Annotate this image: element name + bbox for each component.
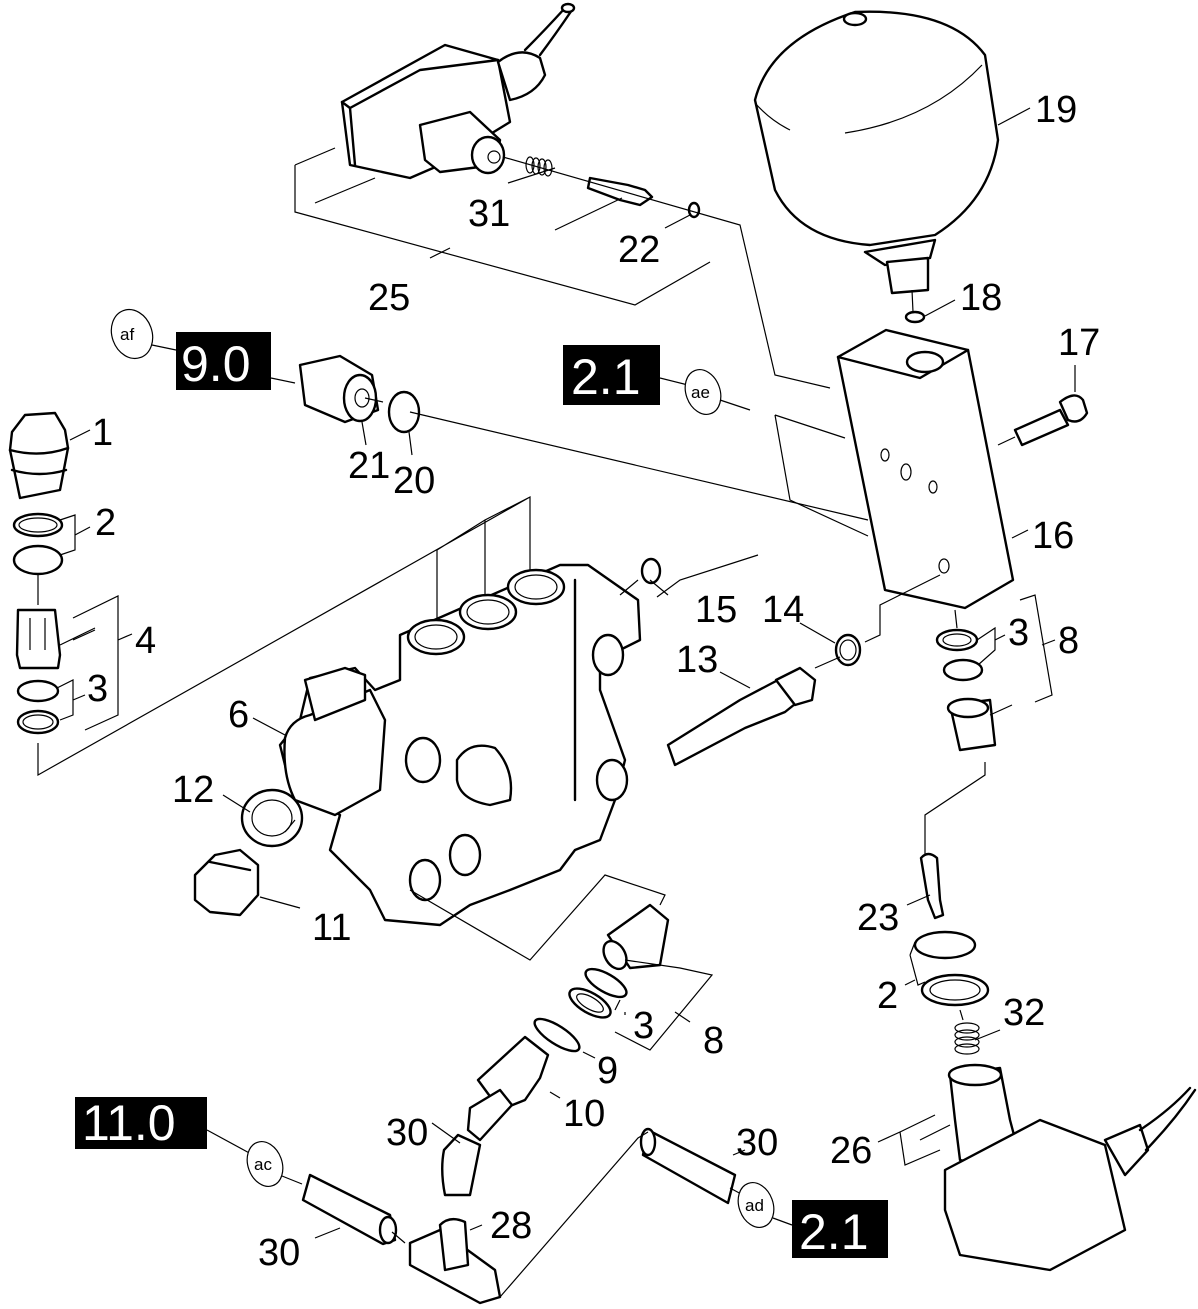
nipple-13[interactable] xyxy=(666,666,817,767)
callout-32: 32 xyxy=(1003,992,1045,1034)
seal-ring-3-right[interactable] xyxy=(935,628,979,652)
seal-ring-2[interactable] xyxy=(12,512,64,538)
reference-label: 11.0 xyxy=(82,1095,176,1151)
o-ring-20[interactable] xyxy=(387,390,421,434)
svg-text:ae: ae xyxy=(691,383,710,402)
seal-ring-2-right[interactable] xyxy=(920,973,990,1007)
hose-30-bent[interactable] xyxy=(441,1133,482,1197)
o-ring-2[interactable] xyxy=(12,544,64,576)
callout-17: 17 xyxy=(1058,322,1100,364)
seal-ring-14[interactable] xyxy=(834,633,862,667)
seal-ring-3[interactable] xyxy=(16,709,60,735)
callout-30-right: 30 xyxy=(736,1122,778,1164)
svg-text:ac: ac xyxy=(254,1155,272,1174)
callout-18: 18 xyxy=(960,277,1002,319)
hose-30-left[interactable] xyxy=(301,1173,398,1246)
reference-tag-af[interactable]: af xyxy=(105,304,160,365)
reference-tag-ac[interactable]: ac xyxy=(241,1137,289,1192)
pressure-switch-assembly[interactable] xyxy=(340,2,576,180)
o-ring-15[interactable] xyxy=(640,557,662,585)
callout-15: 15 xyxy=(695,589,737,631)
callout-4: 4 xyxy=(135,620,156,662)
valve-block-16[interactable] xyxy=(836,328,1015,610)
callout-8-right: 8 xyxy=(1058,620,1079,662)
plug-11[interactable] xyxy=(193,848,260,917)
callout-25: 25 xyxy=(368,277,410,319)
valve-cap-6[interactable] xyxy=(283,666,387,817)
hose-30-right[interactable] xyxy=(639,1127,737,1205)
reference-box-9-0[interactable]: 9.0 xyxy=(176,332,271,392)
callout-3: 3 xyxy=(87,668,108,710)
svg-text:ad: ad xyxy=(745,1196,764,1215)
plug-1[interactable] xyxy=(8,411,70,500)
callout-13: 13 xyxy=(676,639,718,681)
o-ring-3-bottom[interactable] xyxy=(582,964,631,1003)
reference-box-2-1-bottom[interactable]: 2.1 xyxy=(792,1200,888,1260)
callout-30-bent: 30 xyxy=(386,1112,428,1154)
spring-31[interactable] xyxy=(525,156,553,177)
fitting-21[interactable] xyxy=(298,354,380,424)
valve-insert-8-right[interactable] xyxy=(946,697,997,752)
reference-label: 2.1 xyxy=(799,1204,869,1260)
callout-6: 6 xyxy=(228,694,249,736)
callout-2: 2 xyxy=(95,502,116,544)
callout-23: 23 xyxy=(857,897,899,939)
seal-ring-3-bottom[interactable] xyxy=(565,983,615,1023)
reference-tag-ad[interactable]: ad xyxy=(732,1178,780,1233)
pin-23[interactable] xyxy=(919,852,945,920)
o-ring-18[interactable] xyxy=(904,310,926,324)
valve-insert-4[interactable] xyxy=(15,608,62,670)
callout-26: 26 xyxy=(830,1130,872,1172)
accumulator-19[interactable] xyxy=(753,10,1000,295)
reference-box-2-1-top[interactable]: 2.1 xyxy=(563,345,660,405)
o-ring-2-right[interactable] xyxy=(913,930,977,960)
callout-9: 9 xyxy=(597,1050,618,1092)
callout-31: 31 xyxy=(468,193,510,235)
o-ring-3-right[interactable] xyxy=(942,658,984,682)
reference-box-11-0[interactable]: 11.0 xyxy=(75,1095,207,1151)
callout-2-right: 2 xyxy=(877,975,898,1017)
callout-10: 10 xyxy=(563,1093,605,1135)
callout-20: 20 xyxy=(393,460,435,502)
callout-30-left: 30 xyxy=(258,1232,300,1274)
piston-pin[interactable] xyxy=(586,176,654,207)
svg-text:af: af xyxy=(120,325,134,344)
seal-ring-12[interactable] xyxy=(240,788,304,848)
callout-11: 11 xyxy=(312,907,351,949)
o-ring-22[interactable] xyxy=(687,201,701,219)
reference-label: 9.0 xyxy=(181,336,251,392)
o-ring-9[interactable] xyxy=(530,1013,583,1056)
callout-28: 28 xyxy=(490,1205,532,1247)
valve-insert-8-bottom[interactable] xyxy=(599,903,670,973)
callout-12: 12 xyxy=(172,769,214,811)
reference-tag-ae[interactable]: ae xyxy=(679,365,727,420)
callout-3-bottom: 3 xyxy=(633,1005,654,1047)
callout-1: 1 xyxy=(92,412,113,454)
callout-14: 14 xyxy=(762,589,804,631)
callout-21: 21 xyxy=(348,445,390,487)
pressure-switch-26[interactable] xyxy=(943,1063,1197,1272)
o-ring-3[interactable] xyxy=(16,679,60,703)
tee-fitting-28[interactable] xyxy=(408,1217,502,1305)
callout-19: 19 xyxy=(1035,89,1077,131)
reference-label: 2.1 xyxy=(571,349,641,405)
pump-head-housing[interactable] xyxy=(278,563,642,927)
callout-22: 22 xyxy=(618,229,660,271)
callout-8-bottom: 8 xyxy=(703,1020,724,1062)
spring-32[interactable] xyxy=(954,1022,980,1055)
nipple-10[interactable] xyxy=(466,1035,550,1142)
callout-16: 16 xyxy=(1032,515,1074,557)
bolt-17[interactable] xyxy=(1013,394,1089,447)
callout-3-right: 3 xyxy=(1008,612,1029,654)
